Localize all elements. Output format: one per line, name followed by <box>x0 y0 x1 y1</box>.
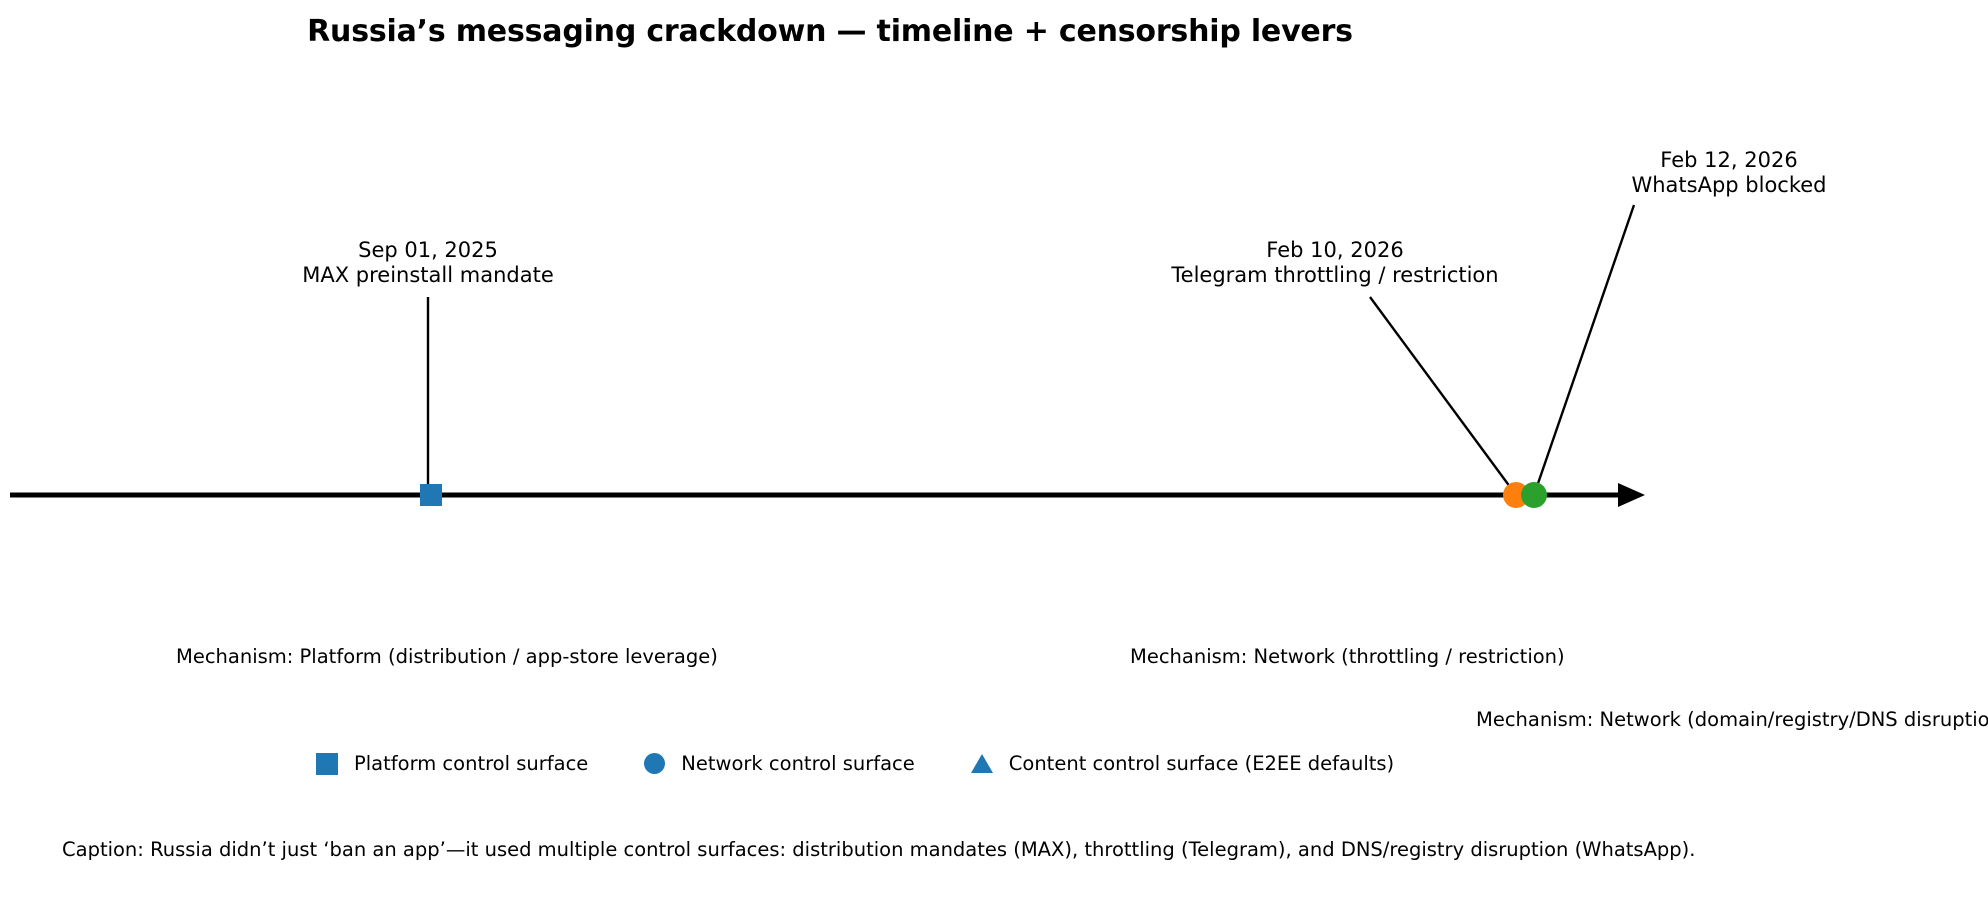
legend-item-network[interactable]: Network control surface <box>644 752 915 775</box>
annotation-whatsapp: Feb 12, 2026 WhatsApp blocked <box>1631 148 1826 198</box>
mechanism-label-max: Mechanism: Platform (distribution / app-… <box>176 645 718 668</box>
annotation-telegram-label: Telegram throttling / restriction <box>1171 263 1499 287</box>
legend-label-content: Content control surface (E2EE defaults) <box>1008 752 1395 775</box>
circle-marker-icon <box>644 753 666 774</box>
leader-line-telegram <box>1369 296 1517 496</box>
annotation-max: Sep 01, 2025 MAX preinstall mandate <box>302 238 554 288</box>
timeline-arrowhead <box>1618 483 1645 507</box>
figure-caption: Caption: Russia didn’t just ‘ban an app’… <box>62 838 1696 861</box>
legend-item-content[interactable]: Content control surface (E2EE defaults) <box>970 752 1395 775</box>
square-marker-icon <box>316 752 338 775</box>
event-marker-max[interactable] <box>420 484 442 506</box>
leader-line-whatsapp <box>1532 204 1636 496</box>
event-marker-whatsapp[interactable] <box>1521 482 1547 508</box>
legend-label-platform: Platform control surface <box>354 752 589 775</box>
legend-item-platform[interactable]: Platform control surface <box>316 752 588 775</box>
annotation-telegram: Feb 10, 2026 Telegram throttling / restr… <box>1171 238 1498 288</box>
triangle-marker-icon <box>970 754 993 773</box>
mechanism-label-telegram: Mechanism: Network (throttling / restric… <box>1130 645 1565 668</box>
legend-label-network: Network control surface <box>681 752 915 775</box>
annotation-max-date: Sep 01, 2025 <box>358 238 498 262</box>
page-title: Russia’s messaging crackdown — timeline … <box>307 14 1353 49</box>
annotation-whatsapp-label: WhatsApp blocked <box>1631 173 1827 197</box>
annotation-telegram-date: Feb 10, 2026 <box>1266 238 1404 262</box>
legend: Platform control surface Network control… <box>316 752 1394 775</box>
annotation-whatsapp-date: Feb 12, 2026 <box>1660 148 1798 172</box>
mechanism-label-whatsapp: Mechanism: Network (domain/registry/DNS … <box>1476 708 1988 731</box>
annotation-max-label: MAX preinstall mandate <box>302 263 554 287</box>
